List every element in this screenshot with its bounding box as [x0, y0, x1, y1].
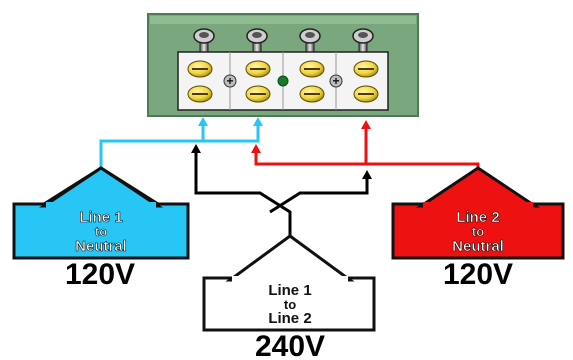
- voltage-right: 120V: [443, 258, 513, 291]
- terminal-center-dot-icon: [277, 75, 289, 87]
- arrow-line2-neutral: Line 2 to Neutral: [391, 166, 565, 260]
- label-line1-neutral-line1: Line 1: [79, 209, 122, 226]
- wire-arrow-red-1-icon: [251, 144, 261, 153]
- label-line1-line2-line1: Line 1: [268, 282, 311, 299]
- terminal-mark-left: +: [226, 74, 233, 88]
- screw-r1-c3-icon: [299, 60, 325, 78]
- wire-line1-line2-right: [269, 178, 369, 214]
- label-line2-neutral-neutral: Neutral: [452, 238, 504, 255]
- wire-arrow-blue-2-icon: [253, 117, 263, 126]
- wire-line1-line2-left: [194, 152, 292, 238]
- label-line2-neutral-to: to: [472, 224, 484, 239]
- wire-arrow-black-1-icon: [191, 144, 201, 153]
- arrow-line1-neutral: Line 1 to Neutral: [12, 166, 190, 260]
- label-line2-neutral-line2: Line 2: [456, 209, 499, 226]
- screw-r2-c1-icon: [187, 85, 213, 103]
- voltage-bottom: 240V: [255, 330, 325, 360]
- terminal-marks: + +: [223, 74, 343, 88]
- terminal-mark-right: +: [332, 74, 339, 88]
- screw-r1-c2-icon: [245, 60, 271, 78]
- terminal-post-3-icon: [299, 28, 321, 54]
- wire-arrow-red-2-icon: [361, 120, 371, 129]
- label-line1-line2-to: to: [284, 297, 296, 312]
- arrow-line1-line2: Line 1 to Line 2: [202, 234, 376, 332]
- neutral-screw-right-icon: [329, 74, 343, 88]
- terminal-post-1-icon: [193, 28, 215, 54]
- neutral-screw-left-icon: [223, 74, 237, 88]
- terminal-post-4-icon: [352, 28, 374, 54]
- screw-r2-c3-icon: [299, 85, 325, 103]
- voltage-left: 120V: [65, 258, 135, 291]
- label-line1-line2-line2: Line 2: [268, 310, 311, 327]
- wire-arrow-blue-1-icon: [198, 117, 208, 126]
- terminal-screws: [187, 60, 379, 103]
- screw-r1-c1-icon: [187, 60, 213, 78]
- screw-r2-c4-icon: [353, 85, 379, 103]
- label-line1-neutral-neutral: Neutral: [75, 238, 127, 255]
- wires: [99, 117, 480, 238]
- wire-line1-neutral: [99, 124, 260, 172]
- label-line1-neutral-to: to: [95, 224, 107, 239]
- screw-r2-c2-icon: [245, 85, 271, 103]
- wire-arrow-black-2-icon: [362, 170, 372, 179]
- screw-r1-c4-icon: [353, 60, 379, 78]
